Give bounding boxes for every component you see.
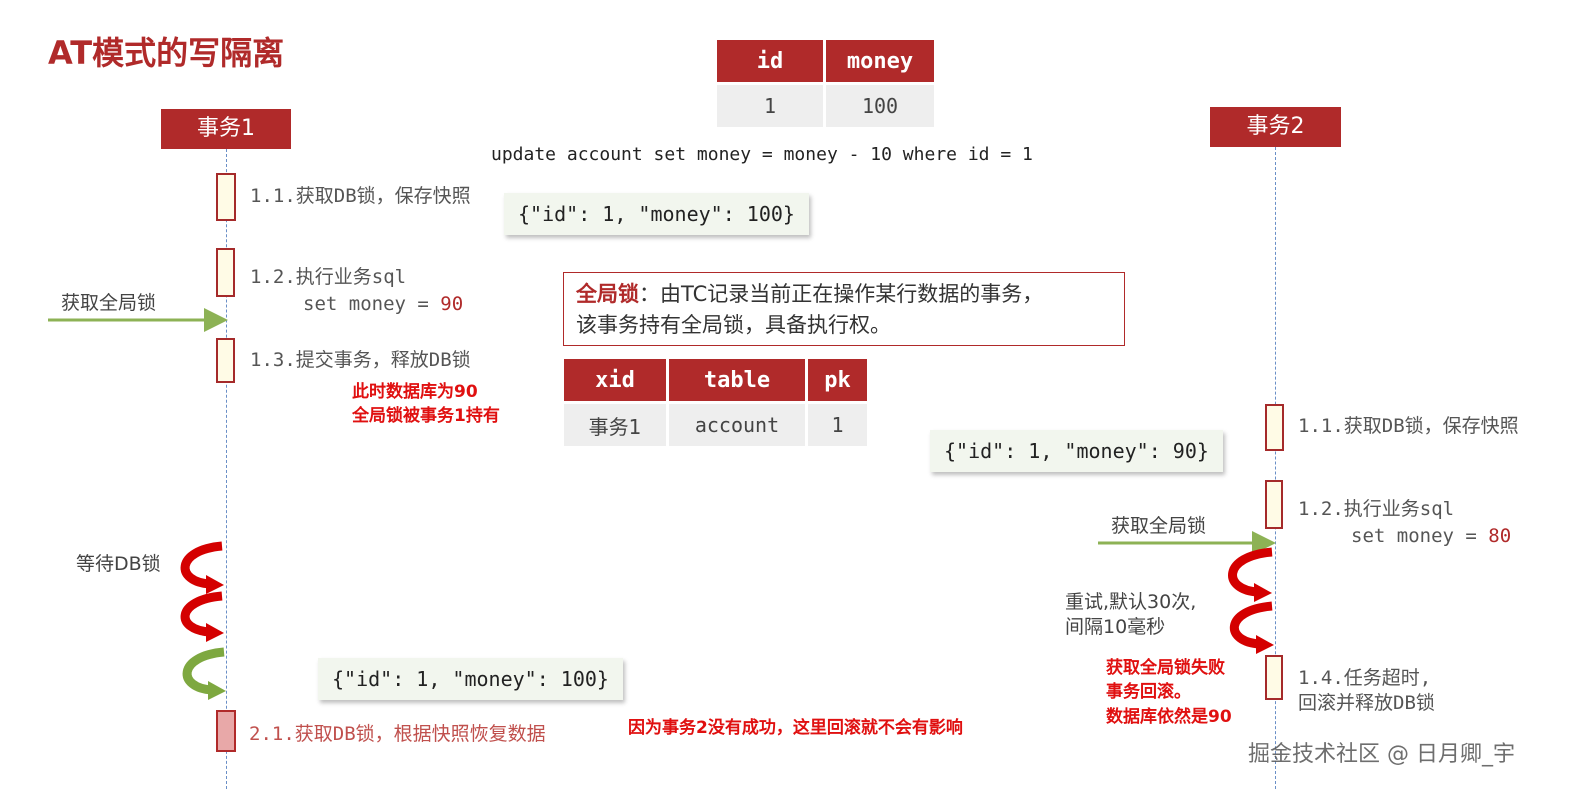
tx1-restore-snapshot: {"id": 1, "money": 100} [318,658,623,700]
arrow-head-icon [1256,635,1274,654]
arrow-head-icon [1254,583,1272,602]
tx1-rollback-note: 因为事务2没有成功，这里回滚就不会有影响 [628,718,963,738]
sql-value: 80 [1488,525,1512,547]
page-title: AT模式的写隔离 [48,34,285,72]
global-lock-definition: 全局锁：由TC记录当前正在操作某行数据的事务， 该事务持有全局锁，具备执行权。 [563,272,1125,346]
tx2-global-lock-label: 获取全局锁 [1111,515,1207,537]
global-lock-def-2: 该事务持有全局锁，具备执行权。 [576,313,891,337]
tx2-retry-2: 间隔10毫秒 [1065,616,1166,638]
sql-text: set money = [1351,525,1489,547]
tx1-step-2-1: 2.1.获取DB锁，根据快照恢复数据 [249,723,546,745]
actor-tx2: 事务2 [1210,107,1341,147]
sql-statement: update account set money = money - 10 wh… [491,144,1033,165]
activation-tx1-1-2 [216,248,235,297]
watermark: 掘金技术社区 @ 日月卿_宇 [1248,742,1515,767]
col-xid: xid [564,359,666,401]
tx1-wait-arrows [180,541,226,700]
sql-value: 90 [440,293,464,315]
curved-arrow-icon [180,591,223,637]
lifeline-tx1 [226,149,227,789]
cell-pk: 1 [808,404,867,446]
tx2-retry-1: 重试,默认30次, [1065,591,1197,613]
tx1-step-1-2: 1.2.执行业务sql [250,266,407,288]
tx1-wait-label: 等待DB锁 [76,553,161,575]
global-lock-def-1: ：由TC记录当前正在操作某行数据的事务， [639,282,1044,306]
cell-table: account [669,404,805,446]
tx2-step-1-2-sql: set money = 80 [1351,523,1511,550]
col-table: table [669,359,805,401]
tx2-fail-3: 数据库依然是90 [1106,707,1232,727]
arrow-head-icon [208,681,226,700]
tx1-snapshot: {"id": 1, "money": 100} [504,193,809,235]
curved-arrow-icon [1228,547,1273,597]
tx1-note-1: 此时数据库为90 [352,382,478,402]
activation-tx2-1-2 [1265,480,1283,529]
tx1-note-2: 全局锁被事务1持有 [352,406,500,426]
tx2-step-1-2: 1.2.执行业务sql [1298,498,1455,520]
activation-tx1-1-1 [216,173,236,221]
cell-money: 100 [826,85,934,127]
tx2-retry-arrows [1228,547,1274,654]
cell-id: 1 [717,85,823,127]
activation-tx2-1-4 [1265,655,1283,700]
col-money: money [826,40,934,82]
arrow-head-icon [206,575,224,594]
arrow-head-icon [206,623,224,642]
sql-text: set money = [303,293,441,315]
lifeline-tx2 [1275,147,1276,789]
curved-arrow-icon [182,647,225,695]
curved-arrow-icon [1229,601,1273,649]
tx2-step-1-4-2: 回滚并释放DB锁 [1298,692,1435,714]
tx1-global-lock-label: 获取全局锁 [61,292,157,314]
activation-tx1-2-1 [216,710,236,752]
tx1-step-1-2-sql: set money = 90 [303,291,463,318]
tx2-fail-2: 事务回滚。 [1106,682,1191,702]
cell-xid: 事务1 [564,404,666,446]
tx1-step-1-3: 1.3.提交事务，释放DB锁 [250,349,471,371]
curved-arrow-icon [180,541,223,589]
activation-tx1-1-3 [216,338,235,383]
global-lock-term: 全局锁 [576,282,639,306]
tx2-snapshot: {"id": 1, "money": 90} [930,430,1223,472]
tx2-step-1-1: 1.1.获取DB锁，保存快照 [1298,415,1519,437]
tx2-fail-1: 获取全局锁失败 [1106,658,1225,678]
col-pk: pk [808,359,867,401]
actor-tx1: 事务1 [161,109,291,149]
activation-tx2-1-1 [1265,404,1284,451]
col-id: id [717,40,823,82]
tx1-step-1-1: 1.1.获取DB锁，保存快照 [250,185,471,207]
tx2-step-1-4-1: 1.4.任务超时, [1298,667,1432,689]
